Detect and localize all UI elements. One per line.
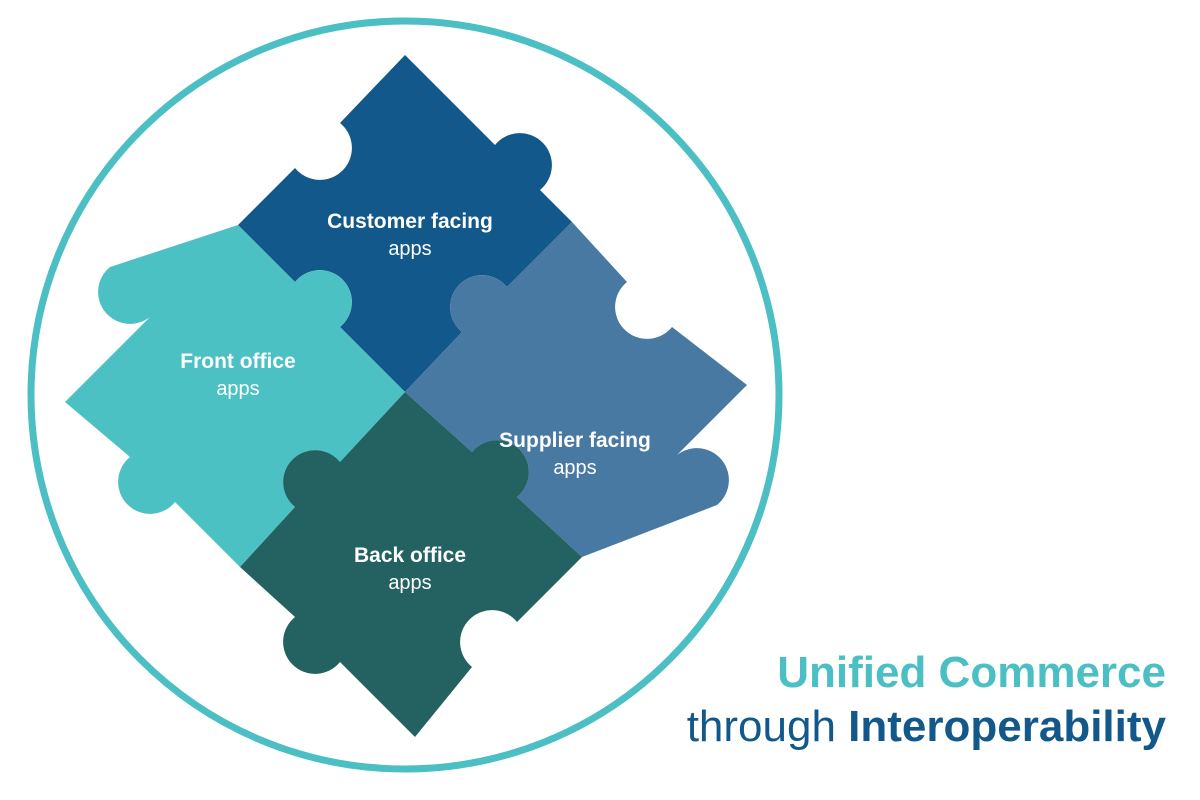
puzzle-piece-front — [65, 225, 405, 567]
puzzle-piece-customer — [238, 55, 572, 392]
tagline-line-1: Unified Commerce — [777, 648, 1166, 697]
tagline-line-2: through Interoperability — [687, 702, 1166, 752]
customer-sub: apps — [388, 238, 431, 260]
outer-circle — [27, 17, 783, 773]
front-title: Front office — [180, 350, 296, 373]
tagline-interoperability: Interoperability — [848, 702, 1166, 751]
back-title: Back office — [354, 544, 466, 567]
supplier-sub: apps — [553, 457, 596, 479]
back-sub: apps — [388, 572, 431, 594]
front-sub: apps — [216, 378, 259, 400]
tagline-through: through — [686, 702, 849, 751]
customer-title: Customer facing — [327, 210, 493, 233]
puzzle-piece-back — [240, 392, 582, 737]
puzzle-piece-supplier — [405, 222, 747, 557]
supplier-title: Supplier facing — [499, 429, 651, 452]
